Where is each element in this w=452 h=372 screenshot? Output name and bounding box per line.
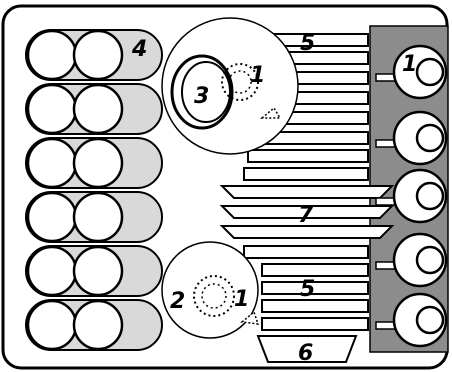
glass-row xyxy=(26,84,162,134)
label-bowl-bottom: 2 xyxy=(170,289,185,314)
glass-row xyxy=(26,300,162,350)
label-cups: 1 xyxy=(402,52,417,77)
glass-row xyxy=(26,138,162,188)
label-bowl-top: 3 xyxy=(194,84,209,109)
label-small-dish-top: 1 xyxy=(250,63,265,88)
glass-row xyxy=(26,246,162,296)
label-small-dish-bottom: 1 xyxy=(234,287,249,312)
label-glasses: 4 xyxy=(131,37,147,62)
label-plates-bottom: 5 xyxy=(300,277,315,302)
label-plates-top: 5 xyxy=(300,31,315,56)
bowl-group-top xyxy=(162,18,298,154)
label-large-plates: 7 xyxy=(298,203,314,228)
label-serving-dish: 6 xyxy=(298,341,313,366)
glass-row xyxy=(26,192,162,242)
